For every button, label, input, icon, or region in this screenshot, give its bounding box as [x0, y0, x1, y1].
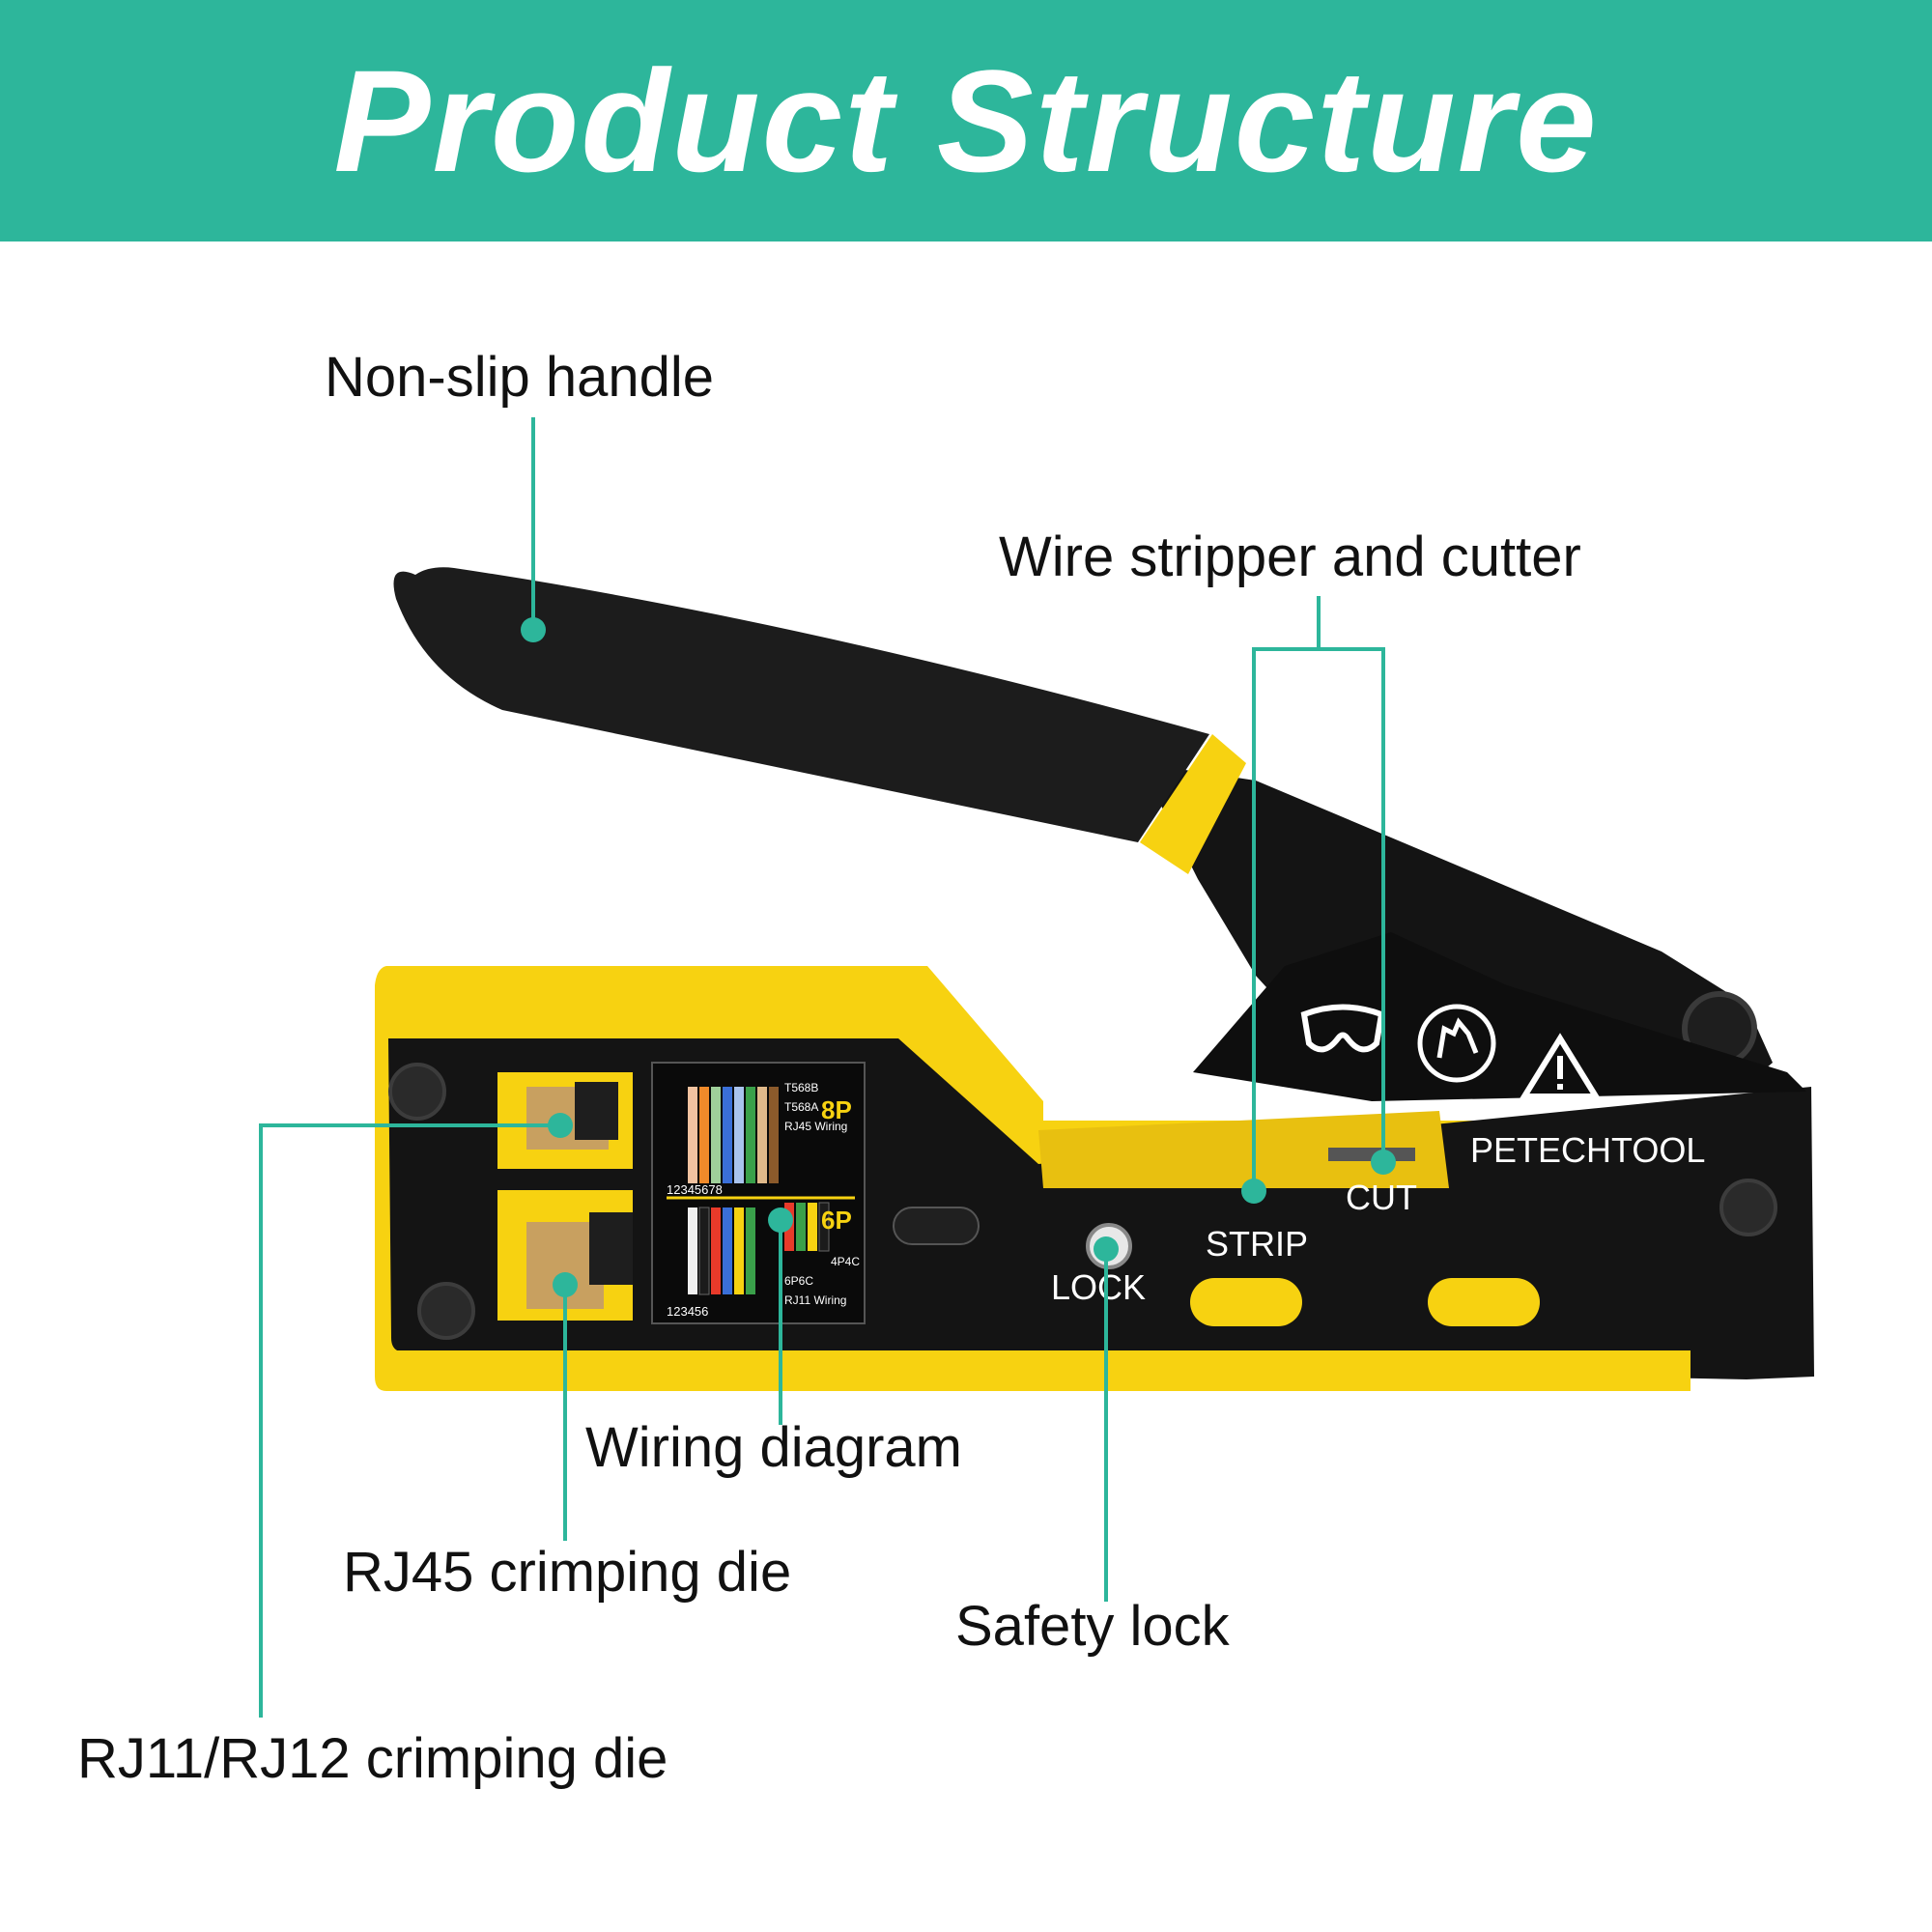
c4p4-marking: 4P4C: [831, 1255, 860, 1268]
rj45-wiring-marking: RJ45 Wiring: [784, 1120, 847, 1133]
callout-dots: [521, 617, 1396, 1297]
safety-goggles-icon: [1300, 1004, 1385, 1053]
gloves-icon: [1417, 1004, 1496, 1083]
lock-marking: LOCK: [1051, 1267, 1146, 1307]
header-banner: Product Structure: [0, 0, 1932, 242]
screw: [1719, 1179, 1777, 1236]
pins6-marking: 123456: [667, 1304, 708, 1319]
oval-pad: [1428, 1278, 1540, 1326]
jaw-insert: [1038, 1111, 1449, 1188]
p8-marking: 8P: [821, 1095, 852, 1124]
t568a-marking: T568A: [784, 1100, 818, 1114]
warning-triangle-icon: [1519, 1033, 1602, 1099]
label-wire-stripper-cutter: Wire stripper and cutter: [999, 526, 1581, 588]
oval-pad: [1190, 1278, 1302, 1326]
label-rj45-die: RJ45 crimping die: [343, 1541, 792, 1604]
label-rj11-rj12-die: RJ11/RJ12 crimping die: [77, 1727, 668, 1790]
pins8-marking: 12345678: [667, 1182, 723, 1197]
brand-marking: PETECHTOOL: [1470, 1130, 1705, 1170]
strip-marking: STRIP: [1206, 1224, 1308, 1264]
wiring-color-bars: [688, 1087, 830, 1295]
screw: [417, 1282, 475, 1340]
handle-collar: [1140, 734, 1246, 874]
cut-marking: CUT: [1346, 1178, 1417, 1217]
rj11-wiring-marking: RJ11 Wiring: [784, 1293, 846, 1307]
handle-grip: [393, 567, 1209, 842]
c6p6-marking: 6P6C: [784, 1274, 813, 1288]
t568b-marking: T568B: [784, 1081, 818, 1094]
page-title: Product Structure: [333, 40, 1599, 202]
label-safety-lock: Safety lock: [955, 1595, 1230, 1658]
label-wiring-diagram: Wiring diagram: [585, 1416, 962, 1479]
cutter-head: [1193, 932, 1806, 1101]
slider-slot: [893, 1207, 980, 1245]
screw: [388, 1063, 446, 1121]
callout-lines: [259, 417, 1385, 1718]
label-non-slip-handle: Non-slip handle: [325, 346, 715, 409]
p6-marking: 6P: [821, 1206, 852, 1235]
bottom-grip: [386, 1350, 1690, 1389]
